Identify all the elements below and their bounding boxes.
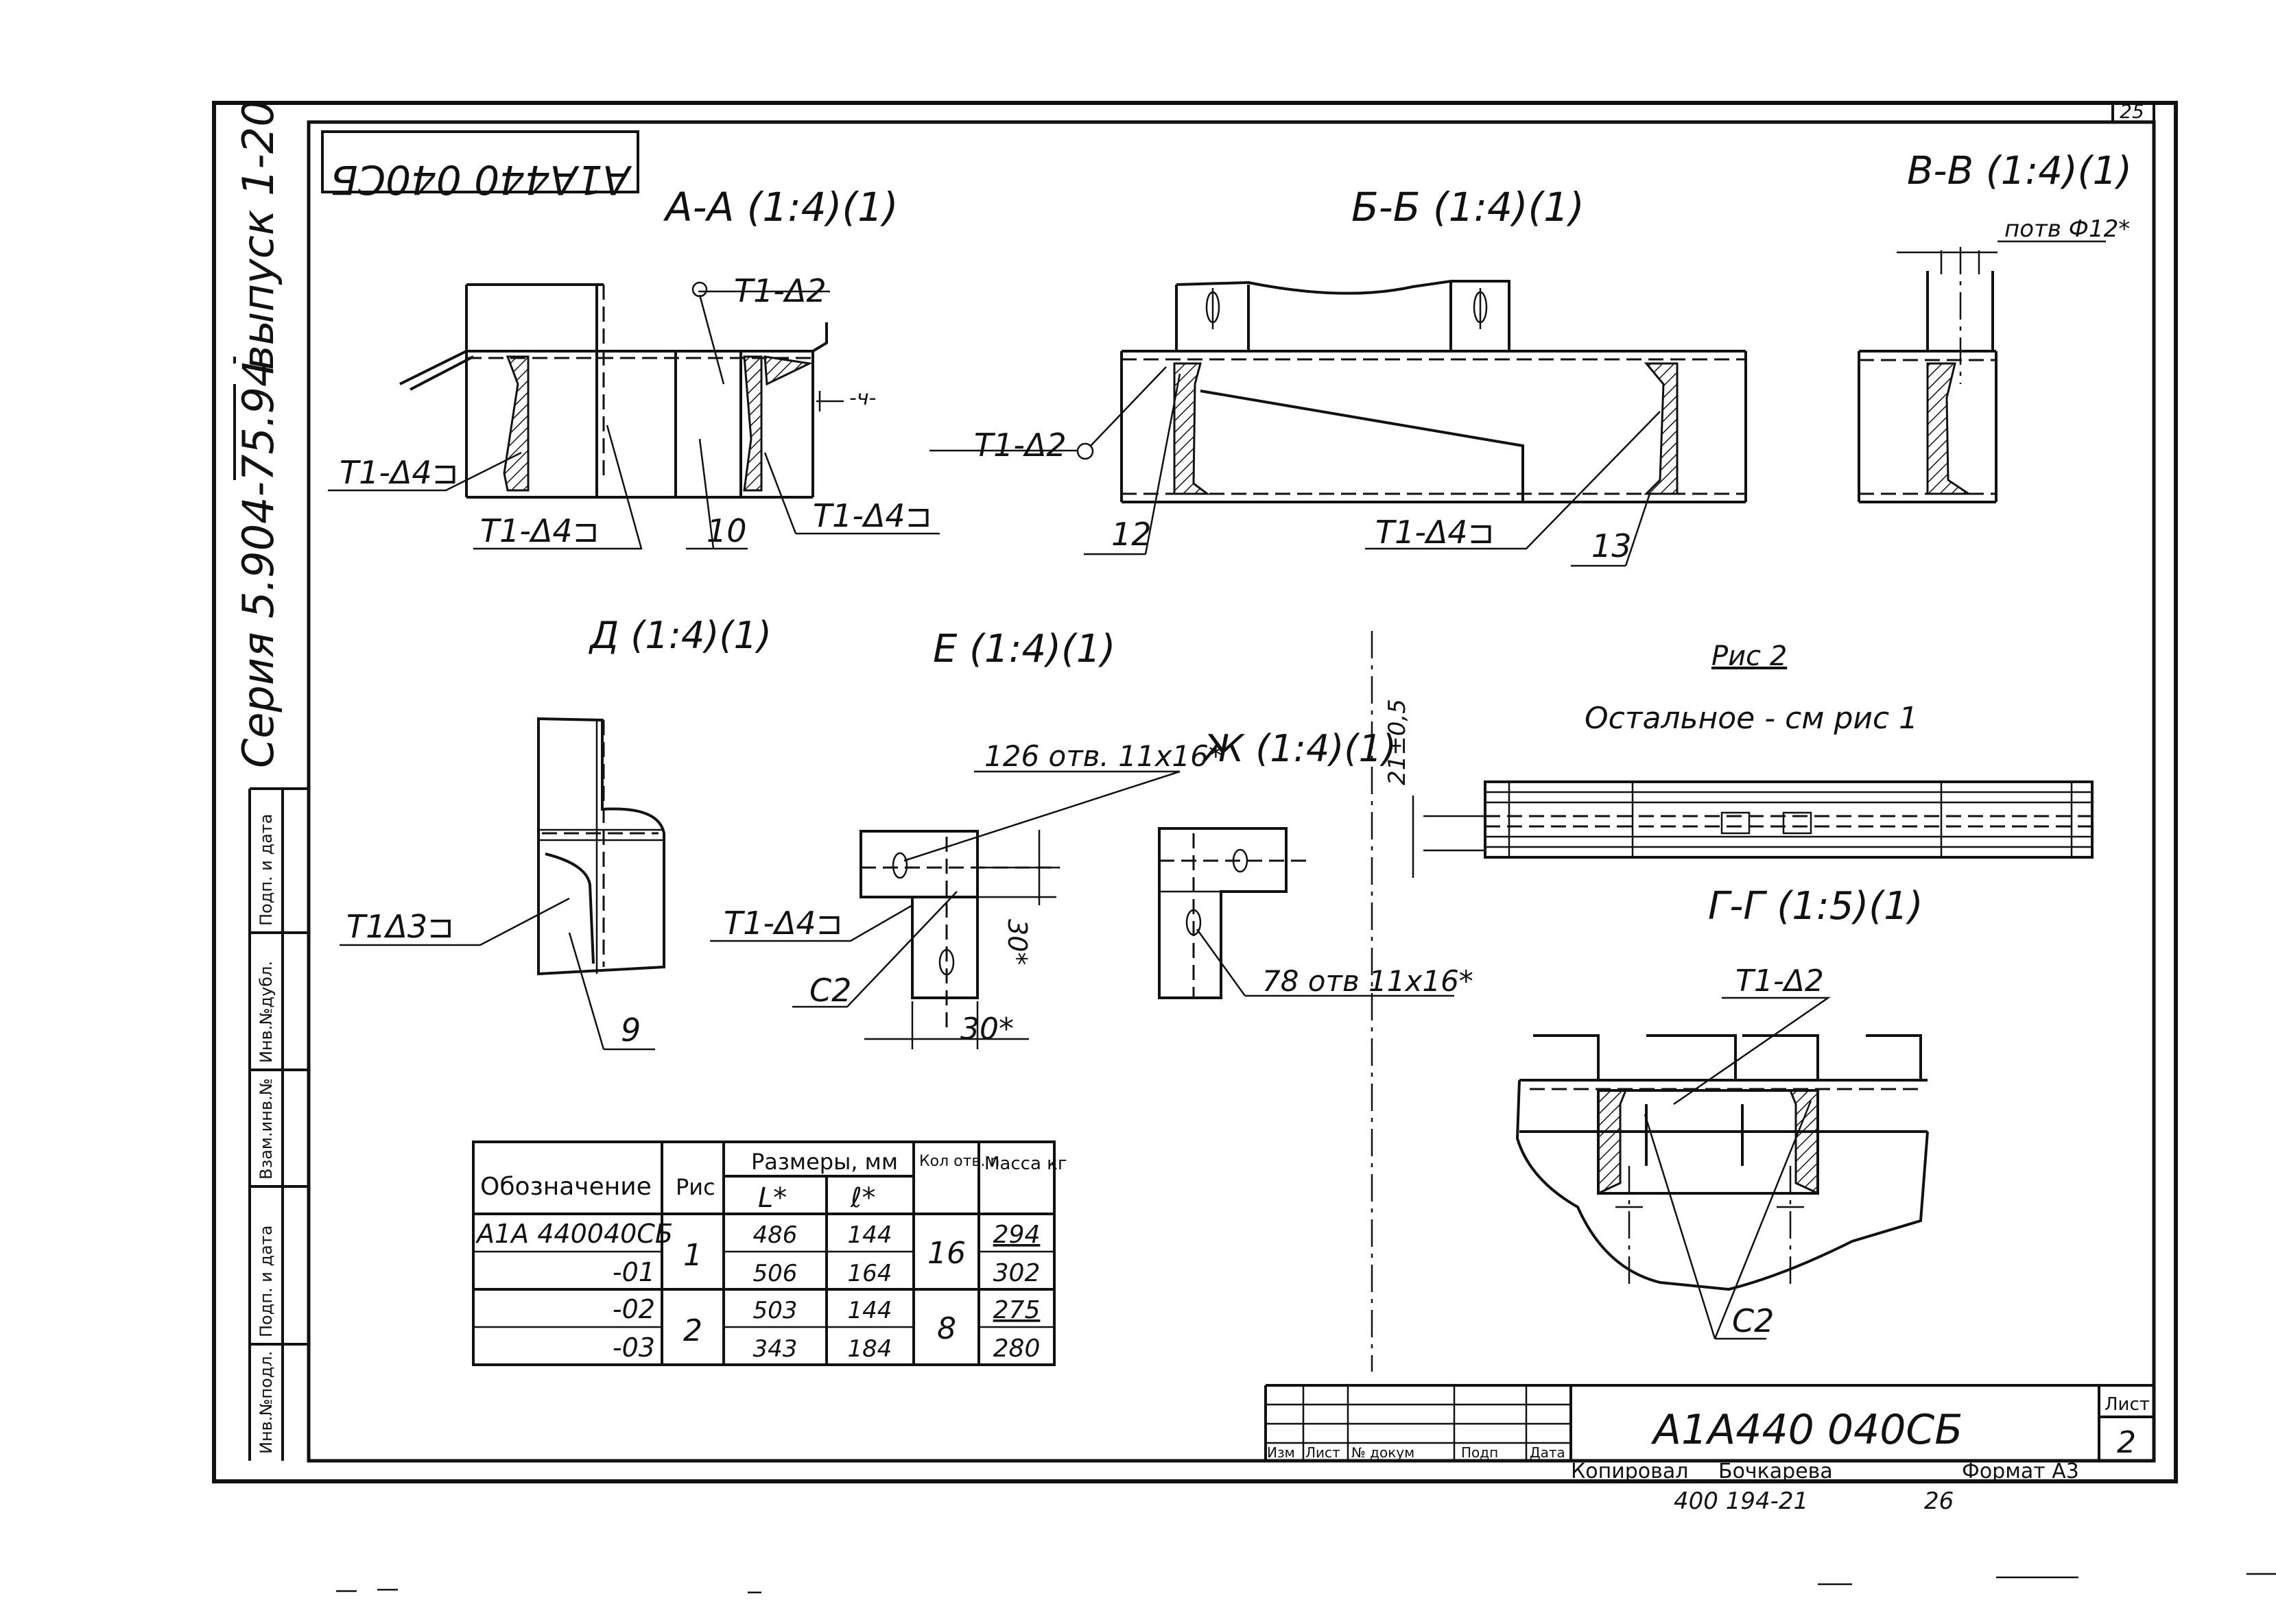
row0-fig: 1 xyxy=(683,1238,702,1273)
svg-text:Инв.№подл.: Инв.№подл. xyxy=(257,1351,276,1454)
fig2-title: Рис 2 xyxy=(1711,641,1787,672)
view-zh-title: Ж (1:4)(1) xyxy=(1202,727,1397,770)
fig2-note: Остальное - см рис 1 xyxy=(1585,701,1918,736)
row3-l: 184 xyxy=(848,1335,892,1363)
issue-vertical: выпуск 1-20 xyxy=(233,99,283,370)
mirrored-stamp: А1А440 040СБ xyxy=(321,130,639,203)
zh-holes: 78 отв 11х16* xyxy=(1262,964,1473,998)
e-holes: 126 отв. 11х16* xyxy=(984,739,1223,773)
tb-format: Формат А3 xyxy=(1962,1459,2079,1483)
vv-hole: потв Ф12* xyxy=(2004,215,2130,243)
row1-L: 506 xyxy=(753,1260,798,1287)
d-t1-d3: Т1Δ3⊐ xyxy=(346,908,454,945)
row3-mass: 280 xyxy=(993,1335,1041,1363)
svg-text:Подп. и дата: Подп. и дата xyxy=(257,1226,276,1338)
e-dim-30-v: 30* xyxy=(1002,919,1032,965)
view-d-title: Д (1:4)(1) xyxy=(589,614,772,657)
tb-copier: Бочкарева xyxy=(1718,1459,1833,1483)
fig2: Рис 2 Остальное - см рис 1 21±0,5 xyxy=(1384,641,2094,878)
row1-mass: 302 xyxy=(993,1259,1041,1287)
view-gg: Г-Г (1:5)(1) Т1-Δ2 С2 xyxy=(1515,884,1929,1340)
tb-sheet-no: 2 xyxy=(2117,1425,2136,1460)
th-mass: Масса кг xyxy=(984,1154,1067,1174)
page-number: 25 xyxy=(2120,100,2144,123)
tb-copied: Копировал xyxy=(1571,1459,1688,1483)
row0-designation: А1А 440040СБ xyxy=(475,1219,673,1249)
th-designation: Обозначение xyxy=(480,1173,652,1201)
scan-marks xyxy=(336,1573,2276,1594)
tb-h-date: Дата xyxy=(1530,1444,1565,1461)
row2-mass: 275 xyxy=(993,1296,1041,1324)
aa-t1-d4-right: Т1-Δ4⊐ xyxy=(813,497,932,534)
bb-pos-13: 13 xyxy=(1591,527,1632,564)
aa-t1-d4-bottom: Т1-Δ4⊐ xyxy=(480,512,599,549)
view-d: Д (1:4)(1) Т1Δ3⊐ 9 xyxy=(340,614,772,1051)
left-column-labels: Инв.№подл. Подп. и дата Взам.инв.№ Инв.№… xyxy=(257,814,276,1455)
tb-designation: А1А440 040СБ xyxy=(1650,1406,1963,1454)
row0-mass: 294 xyxy=(993,1221,1041,1249)
svg-text:Серия 5.904-75.94: Серия 5.904-75.94 xyxy=(233,360,283,768)
e-t1-d4: Т1-Δ4⊐ xyxy=(724,905,842,942)
tb-order-page: 26 xyxy=(1924,1488,1954,1515)
row0-l: 144 xyxy=(848,1221,892,1249)
parts-table: Обозначение Рис Размеры, мм L* ℓ* Кол от… xyxy=(472,1141,1067,1366)
d-pos-9: 9 xyxy=(621,1012,641,1049)
bb-t1-d2: Т1-Δ2 xyxy=(974,427,1067,464)
th-holes: Кол отв. n xyxy=(919,1153,999,1170)
tb-h-podp: Подп xyxy=(1461,1444,1498,1461)
series-vertical: Серия 5.904-75.94 xyxy=(233,360,283,768)
view-bb: Б-Б (1:4)(1) Т1-Δ2 12 Т1-Δ4⊐ 13 xyxy=(929,184,1747,567)
title-block: Изм Лист № докум Подп Дата А1А440 040СБ … xyxy=(1264,1384,2154,1515)
row2-l: 144 xyxy=(848,1297,892,1324)
th-l: ℓ* xyxy=(850,1182,876,1214)
e-c2: С2 xyxy=(809,972,851,1009)
bb-t1-d4: Т1-Δ4⊐ xyxy=(1375,514,1494,551)
tb-sheet-label: Лист xyxy=(2105,1394,2150,1415)
svg-text:выпуск 1-20: выпуск 1-20 xyxy=(233,99,283,370)
row2-fig: 2 xyxy=(683,1313,702,1348)
row2-L: 503 xyxy=(753,1297,798,1324)
svg-text:Подп. и дата: Подп. и дата xyxy=(257,814,276,927)
tb-h-list: Лист xyxy=(1305,1444,1340,1461)
view-gg-title: Г-Г (1:5)(1) xyxy=(1708,884,1923,929)
tb-order: 400 194-21 xyxy=(1674,1488,1808,1515)
aa-t1-d4-left: Т1-Δ4⊐ xyxy=(340,454,458,491)
th-fig: Рис xyxy=(676,1174,715,1200)
row0-L: 486 xyxy=(753,1221,798,1249)
row1-l: 164 xyxy=(848,1260,892,1287)
view-bb-title: Б-Б (1:4)(1) xyxy=(1351,184,1585,230)
th-L: L* xyxy=(758,1182,787,1214)
svg-text:-ч-: -ч- xyxy=(849,386,876,410)
row2-designation: -02 xyxy=(613,1294,655,1324)
th-sizes: Размеры, мм xyxy=(751,1149,898,1175)
sheet-frame xyxy=(212,101,2178,1483)
view-vv: В-В (1:4)(1) потв Ф12* xyxy=(1858,149,2132,503)
row1b-designation: -01 xyxy=(613,1257,655,1287)
view-aa-title: А-А (1:4)(1) xyxy=(663,184,898,230)
row2-holes: 8 xyxy=(937,1311,956,1346)
gg-c2: С2 xyxy=(1732,1302,1774,1339)
view-vv-title: В-В (1:4)(1) xyxy=(1907,149,2132,193)
e-dim-30-h: 30* xyxy=(960,1012,1014,1047)
view-aa: А-А (1:4)(1) -ч- Т1-Δ2 Т1-Δ4⊐ Т1-Δ4⊐ 10 … xyxy=(328,184,940,550)
bb-pos-12: 12 xyxy=(1111,516,1152,553)
tb-h-doc: № докум xyxy=(1351,1444,1414,1461)
svg-text:Инв.№дубл.: Инв.№дубл. xyxy=(257,961,276,1063)
fig2-dim-21: 21±0,5 xyxy=(1384,699,1411,785)
svg-text:Взам.инв.№: Взам.инв.№ xyxy=(257,1078,276,1180)
view-zh: Ж (1:4)(1) 78 отв 11х16* xyxy=(1158,727,1473,999)
row3-designation: -03 xyxy=(613,1333,655,1363)
gg-t1-d2: Т1-Δ2 xyxy=(1735,964,1824,999)
view-e: Е (1:4)(1) 30* 30* 126 отв. 11х16* Т1-Δ4… xyxy=(710,627,1223,1049)
mirrored-stamp-text: А1А440 040СБ xyxy=(331,156,632,203)
tb-h-izm: Изм xyxy=(1267,1444,1295,1461)
row3-L: 343 xyxy=(753,1335,798,1363)
view-e-title: Е (1:4)(1) xyxy=(933,627,1115,671)
row0-holes: 16 xyxy=(927,1236,966,1271)
